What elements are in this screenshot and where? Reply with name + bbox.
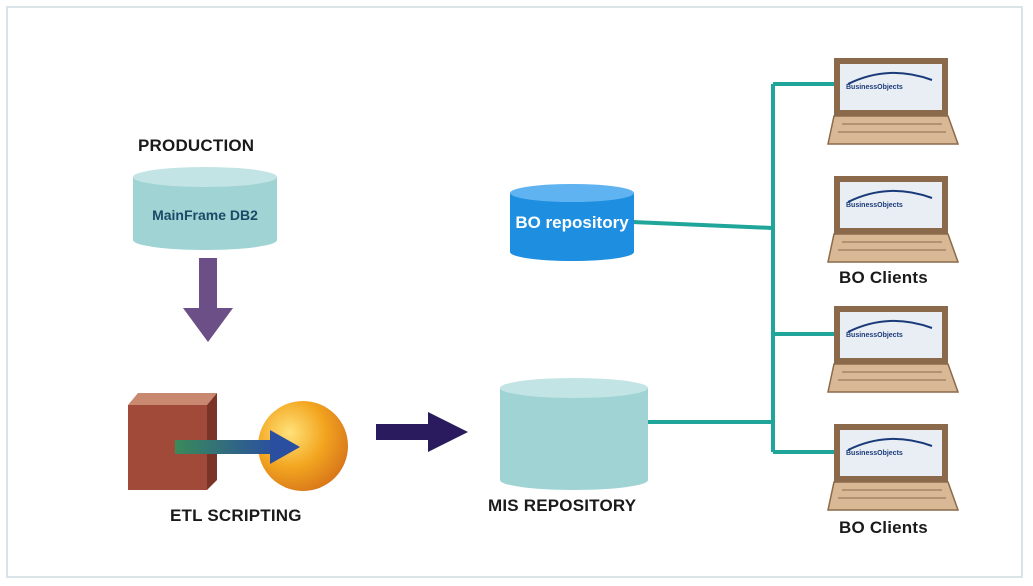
screen-logo-client-4: BusinessObjects: [846, 450, 903, 457]
etl-circle-icon: [258, 401, 348, 491]
bo-clients-label-upper: BO Clients: [839, 268, 928, 287]
screen-logo-client-2: BusinessObjects: [846, 202, 903, 209]
laptop-client-4-icon: [827, 424, 960, 511]
screen-logo-client-1: BusinessObjects: [846, 84, 903, 91]
laptop-client-3-icon: [827, 306, 960, 393]
mis-repository-cylinder: [500, 378, 648, 490]
connector-bo-repository: [632, 220, 774, 230]
screen-logo-client-3: BusinessObjects: [846, 332, 903, 339]
etl-flow-arrow-icon: [175, 430, 300, 464]
production-title: PRODUCTION: [138, 136, 255, 155]
bo-repository-label: BO repository: [515, 213, 629, 232]
right-arrow-icon: [376, 412, 468, 452]
mis-repository-label: MIS REPOSITORY: [488, 496, 637, 515]
bo-repository-cylinder: [510, 184, 634, 261]
laptop-client-2-icon: [827, 176, 960, 263]
laptop-client-1-icon: [827, 58, 960, 145]
connector-lines: [632, 82, 835, 454]
down-arrow-icon: [183, 258, 233, 342]
bo-clients-label-lower: BO Clients: [839, 518, 928, 537]
mainframe-db2-cylinder: [133, 167, 277, 250]
etl-scripting-label: ETL SCRIPTING: [170, 506, 302, 525]
mainframe-db2-label: MainFrame DB2: [152, 207, 258, 223]
